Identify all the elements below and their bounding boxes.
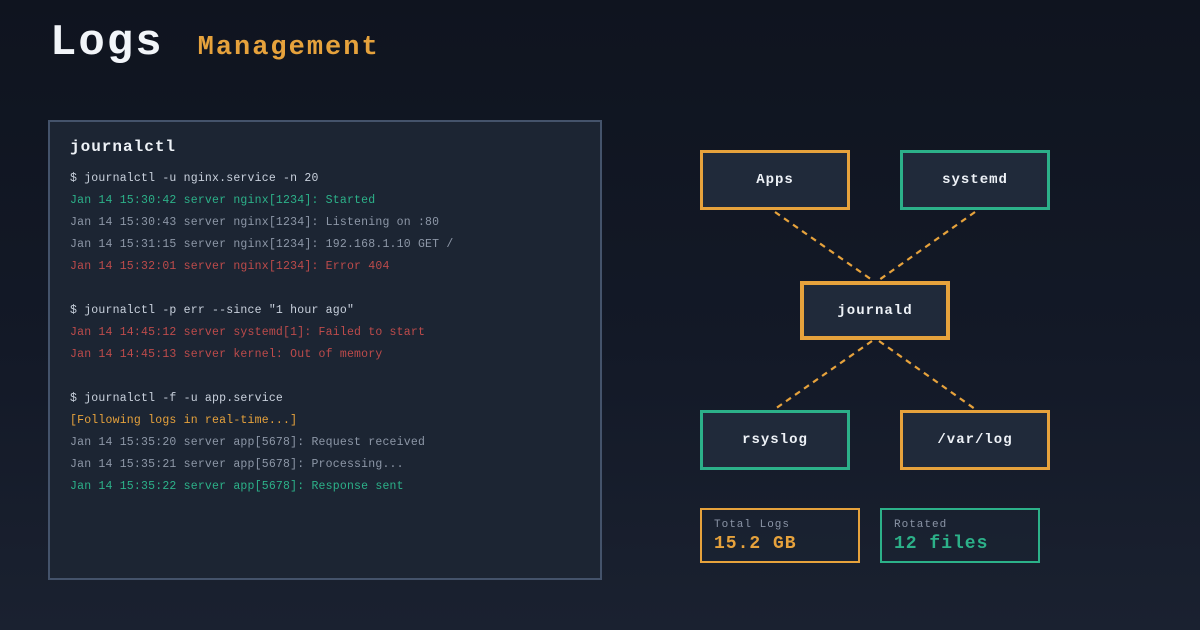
log-line: Jan 14 15:30:43 server nginx[1234]: List… xyxy=(70,216,440,229)
stat-total-logs: Total Logs 15.2 GB xyxy=(700,508,860,563)
diagram-node-apps: Apps xyxy=(700,150,850,210)
diagram-node-systemd: systemd xyxy=(900,150,1050,210)
node-label: rsyslog xyxy=(742,432,808,448)
page-subtitle: Management xyxy=(197,33,380,63)
diagram-node-journald: journald xyxy=(800,281,950,340)
connector-journald-varlog xyxy=(878,340,976,410)
stat-value: 12 files xyxy=(894,534,989,554)
stat-label: Total Logs xyxy=(714,519,791,531)
terminal-title: journalctl xyxy=(70,138,177,156)
connector-apps-journald xyxy=(774,211,873,281)
log-line: $ journalctl -p err --since "1 hour ago" xyxy=(70,304,355,317)
diagram-node-varlog: /var/log xyxy=(900,410,1050,470)
log-line: Jan 14 15:35:20 server app[5678]: Reques… xyxy=(70,436,426,449)
log-line: Jan 14 14:45:12 server systemd[1]: Faile… xyxy=(70,326,426,339)
log-line: Jan 14 15:32:01 server nginx[1234]: Erro… xyxy=(70,260,390,273)
log-line: Jan 14 15:30:42 server nginx[1234]: Star… xyxy=(70,194,376,207)
stat-value: 15.2 GB xyxy=(714,534,797,554)
log-line: [Following logs in real-time...] xyxy=(70,414,298,427)
header: Logs Management xyxy=(50,18,380,68)
terminal-log-output: $ journalctl -u nginx.service -n 20 Jan … xyxy=(70,168,580,498)
log-line-spacer xyxy=(70,366,580,388)
log-line-spacer xyxy=(70,278,580,300)
log-line: Jan 14 15:35:22 server app[5678]: Respon… xyxy=(70,480,404,493)
connector-systemd-journald xyxy=(878,211,976,281)
node-label: journald xyxy=(837,302,913,319)
connector-journald-rsyslog xyxy=(774,340,873,410)
log-line: Jan 14 15:35:21 server app[5678]: Proces… xyxy=(70,458,404,471)
stat-label: Rotated xyxy=(894,519,948,531)
node-label: systemd xyxy=(942,172,1008,188)
log-line: Jan 14 14:45:13 server kernel: Out of me… xyxy=(70,348,383,361)
node-label: Apps xyxy=(756,172,794,188)
log-line: $ journalctl -f -u app.service xyxy=(70,392,284,405)
terminal-panel: journalctl $ journalctl -u nginx.service… xyxy=(48,120,602,580)
diagram-node-rsyslog: rsyslog xyxy=(700,410,850,470)
page-title: Logs xyxy=(50,18,164,68)
node-label: /var/log xyxy=(937,432,1013,448)
stat-rotated: Rotated 12 files xyxy=(880,508,1040,563)
log-line: Jan 14 15:31:15 server nginx[1234]: 192.… xyxy=(70,238,454,251)
log-line: $ journalctl -u nginx.service -n 20 xyxy=(70,172,319,185)
